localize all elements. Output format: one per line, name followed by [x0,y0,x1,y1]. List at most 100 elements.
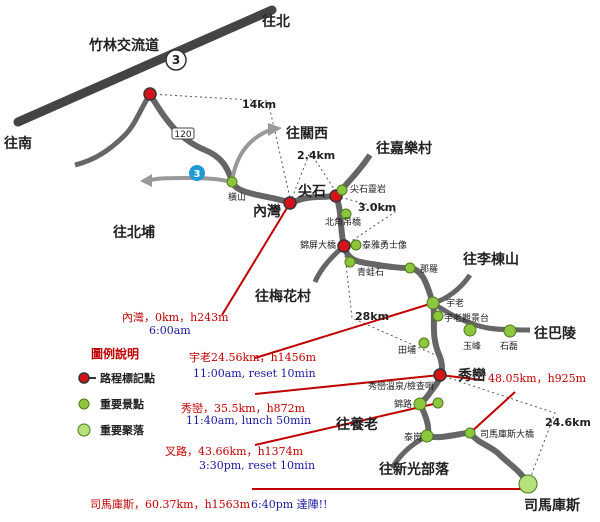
main-road [147,92,531,486]
annot-line-yulao [254,302,434,359]
freeway-3-badge [165,49,187,71]
point-taiya [350,239,362,251]
place-neiwan: 內灣 [253,203,281,220]
annot-line-xiuluan [254,374,441,395]
label-yanglao: 往養老 [336,416,378,433]
marker-xiuluan [433,368,447,382]
label-meihuacun: 往梅花村 [255,288,311,305]
marker-neiwan [283,196,297,210]
itinerary-notes: 內灣，0km，h243m 6:00am 宇老24.56km，h1456m 11:… [90,311,587,511]
label-north: 往北 [262,13,290,30]
point-yulao-view [432,310,444,322]
point-beijiao [340,208,352,220]
place-yufeng: 玉峰 [463,341,481,352]
point-jinlu [413,397,427,411]
road-3-label: 3 [194,169,201,180]
marker-jinping [337,239,351,253]
point-shilei [503,324,517,338]
arrow-guanxi-head [268,123,282,136]
annot-line-neiwan [221,202,291,316]
label-lidongshan: 往李棟山 [463,251,519,268]
place-smangus: 司馬庫斯 [524,497,580,514]
place-hengshan: 橫山 [228,191,246,203]
distance-guides [149,93,556,485]
place-taigang: 泰崗 [404,431,422,443]
label-xinguang: 往新光部落 [379,461,450,478]
road-120-shield [171,127,195,140]
legend-marker-icon [78,372,90,384]
arrow-guanxi [230,128,271,183]
legend-item-marker: 路程標記點 [100,371,155,385]
dist-3-0km: 3.0km [358,201,396,214]
note-neiwan-time: 6:00am [149,324,191,337]
label-jialecun: 往嘉樂村 [376,140,432,157]
dist-28km: 28km [355,310,389,323]
legend: 圖例說明 路程標記點 重要景點 重要聚落 [77,346,155,437]
note-neiwan: 內灣，0km，h243m [122,311,229,324]
road-meihuacun [312,244,346,284]
note-xiuluan: 秀巒，35.5km，h872m [181,401,306,415]
place-jianshi-rock: 尖石靈岩 [350,183,386,195]
legend-item-scenic: 重要景點 [100,397,144,411]
point-yufeng [463,323,477,337]
annot-line-fork [254,402,439,446]
annot-line-tree [469,391,516,434]
place-beijiao: 北角吊橋 [325,216,361,228]
point-qingwa [344,256,356,268]
note-yulao: 宇老24.56km，h1456m [189,351,317,364]
place-jianshi: 尖石 [298,183,326,200]
freeway-3-label: 3 [172,53,180,67]
note-fork: 叉路，43.66km，h1374m [165,445,304,458]
label-interchange: 竹林交流道 [88,37,159,54]
dist-14km: 14km [242,98,276,111]
note-yulao-time: 11:00am, reset 10min [193,367,316,380]
annot-line-48km [439,374,483,381]
point-yulao [426,296,440,310]
place-yulao-view: 宇老觀景台 [444,312,489,324]
point-smangus [518,474,538,494]
note-smangus: 司馬庫斯，60.37km，h1563m [90,497,251,511]
point-jianshi-rock [336,184,348,196]
freeway-line [13,5,277,127]
place-tianpu: 田埔 [398,344,416,356]
point-taigang [420,429,434,443]
arrow-beipu [149,176,233,184]
place-shilei: 石磊 [500,341,518,352]
place-taiya: 泰雅勇士像 [362,239,407,251]
place-hotspring: 秀巒溫泉/檢查哨 [368,380,434,392]
road-south-branch [74,92,153,168]
place-jinping: 錦屏大橋 [300,239,336,251]
place-nalou: 那羅 [420,264,438,275]
note-fork-time: 3:30pm, reset 10min [199,459,315,472]
place-xiuluan: 秀巒 [457,367,486,384]
road-120-label: 120 [174,130,191,140]
note-smangus-time: 6:40pm 達陣!! [251,498,328,511]
point-hengshan [226,176,238,188]
legend-scenic-icon [78,398,90,410]
legend-item-village: 重要聚落 [100,423,145,437]
point-nalou [404,262,416,274]
label-south: 往南 [4,135,32,152]
scenic-points [226,176,538,494]
arrow-beipu-head [140,174,152,187]
point-tree [464,427,476,439]
legend-village-icon [77,423,91,437]
place-qingwa: 青蛙石 [357,266,384,278]
legend-title: 圖例說明 [91,346,139,361]
point-hotspring [432,397,444,409]
place-tree: 司馬庫斯大橋 [480,428,534,440]
road-baling [431,300,531,333]
note-xiuluan-time: 11:40am, lunch 50min [186,414,311,427]
annotation-lines [221,202,528,490]
road-3-shield [189,165,205,181]
marker-interchange [143,87,157,101]
route-markers [143,87,447,382]
label-beipu: 往北埔 [113,224,155,241]
label-guanxi: 往關西 [286,125,328,142]
dist-2-4km: 2.4km [297,149,335,162]
label-baling: 往巴陵 [534,325,577,342]
dist-24-6km: 24.6km [545,416,591,429]
note-48km: 48.05km，h925m [488,372,587,385]
